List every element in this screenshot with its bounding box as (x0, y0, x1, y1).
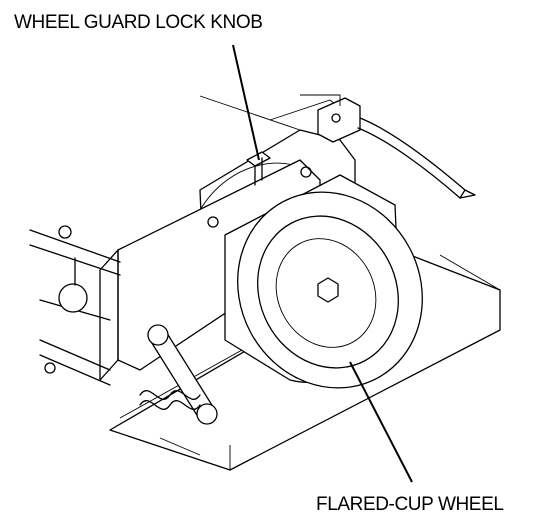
coolant-nozzle (300, 94, 476, 199)
leader-line-cup-wheel (349, 361, 413, 483)
callout-wheel-guard-lock-knob: WHEEL GUARD LOCK KNOB (14, 12, 263, 33)
side-mechanism (29, 225, 121, 386)
spring (139, 390, 201, 410)
flared-cup-wheel (224, 174, 423, 389)
leader-line-lock-knob (232, 44, 260, 161)
callout-flared-cup-wheel: FLARED-CUP WHEEL (316, 494, 504, 515)
